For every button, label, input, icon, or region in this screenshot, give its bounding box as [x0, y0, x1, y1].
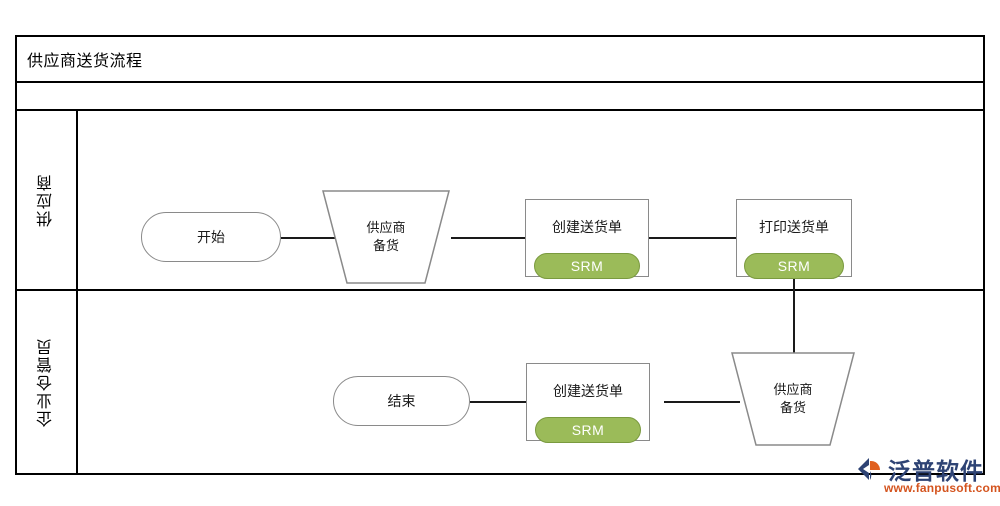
- node-print-delivery-note[interactable]: 打印送货单 SRM: [736, 199, 852, 279]
- node-print-delivery-note-label: 打印送货单: [759, 219, 829, 235]
- fanpu-logo-icon: [858, 458, 881, 480]
- swimlane-label-warehouse: 企业仓管员: [17, 291, 78, 473]
- badge-srm-create-delivery-note-1-label: SRM: [570, 258, 604, 274]
- swimlane-label-warehouse-text: 企业仓管员: [37, 337, 55, 427]
- diagram-title-band: 供应商送货流程: [17, 37, 983, 83]
- node-start[interactable]: 开始: [141, 212, 281, 262]
- page-title: 供应商送货流程: [27, 53, 143, 70]
- swimlane-warehouse: 企业仓管员 结束 创建送货单 SRM: [17, 289, 983, 473]
- swimlane-container: 供应商 开始 供应商 备: [17, 111, 983, 473]
- watermark-brand-text: 泛普软件: [888, 458, 984, 484]
- swimlane-warehouse-canvas: 结束 创建送货单 SRM: [78, 289, 983, 473]
- node-supplier-prepare-2[interactable]: 供应商 备货: [730, 351, 856, 447]
- node-supplier-prepare-1-label-line1: 供应商: [366, 220, 406, 236]
- connector-supplier-prepare-to-create-note: [451, 237, 525, 239]
- node-end-label: 结束: [387, 393, 416, 409]
- connector-into-supplier-prepare-2: [793, 289, 795, 351]
- node-create-delivery-note-2[interactable]: 创建送货单 SRM: [526, 363, 650, 443]
- badge-srm-create-delivery-note-1[interactable]: SRM: [534, 253, 640, 279]
- node-supplier-prepare-2-label-line1: 供应商: [773, 382, 813, 398]
- node-create-delivery-note-1-label: 创建送货单: [552, 219, 622, 235]
- swimlane-supplier-canvas: 开始 供应商 备货 创建送货单: [78, 111, 983, 373]
- connector-create-note-to-print-note: [649, 237, 736, 239]
- badge-srm-create-delivery-note-2-label: SRM: [571, 422, 605, 438]
- watermark-logo: 泛普软件 www.fanpusoft.com: [854, 450, 1000, 502]
- trapezoid-shape-icon: [322, 190, 450, 284]
- node-start-label: 开始: [197, 229, 225, 245]
- watermark-url-text: www.fanpusoft.com: [884, 481, 1000, 495]
- node-supplier-prepare-1[interactable]: 供应商 备货: [321, 189, 451, 285]
- swimlane-supplier: 供应商 开始 供应商 备: [17, 111, 983, 373]
- badge-srm-print-delivery-note-label: SRM: [777, 258, 811, 274]
- node-create-delivery-note-2-label: 创建送货单: [553, 383, 623, 399]
- connector-supplier-prepare-2-to-create-note-2: [664, 401, 740, 403]
- connector-create-note-2-to-end: [470, 401, 526, 403]
- swimlane-label-supplier-text: 供应商: [37, 173, 55, 227]
- badge-srm-create-delivery-note-2[interactable]: SRM: [535, 417, 641, 443]
- connector-start-to-supplier-prepare: [281, 237, 335, 239]
- badge-srm-print-delivery-note[interactable]: SRM: [744, 253, 844, 279]
- trapezoid-shape-icon: [731, 352, 855, 446]
- node-create-delivery-note-1[interactable]: 创建送货单 SRM: [525, 199, 649, 279]
- node-supplier-prepare-2-label-line2: 备货: [779, 400, 806, 415]
- diagram-header-spacer: [17, 83, 983, 111]
- swimlane-label-supplier: 供应商: [17, 111, 78, 289]
- node-end[interactable]: 结束: [333, 376, 470, 426]
- node-supplier-prepare-1-label-line2: 备货: [372, 238, 399, 253]
- swimlane-diagram-frame: 供应商送货流程 供应商 开始: [15, 35, 985, 475]
